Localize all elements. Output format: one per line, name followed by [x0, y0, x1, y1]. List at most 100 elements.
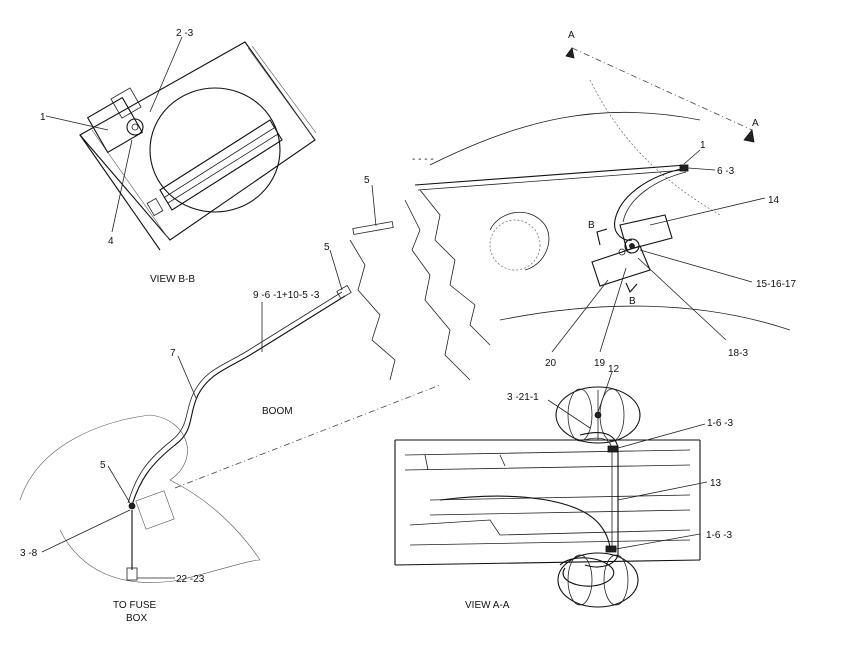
leader-5-b	[329, 249, 343, 291]
drum-lower	[557, 552, 639, 608]
callout-1-6-3-b: 1-6 -3	[706, 530, 733, 541]
break-line-2	[349, 239, 396, 381]
callout-5-b: 5	[324, 242, 330, 253]
cable-7	[131, 295, 346, 506]
callout-20: 20	[545, 358, 557, 369]
callout-15: 15-16-17	[756, 279, 796, 290]
leader-3-8	[41, 509, 131, 553]
callout-4: 4	[108, 236, 114, 247]
rail-middle	[429, 494, 691, 516]
section-b-top: B	[588, 220, 595, 231]
mounting-plate	[591, 245, 651, 287]
cable-upper	[414, 164, 687, 186]
view-bb-bar	[159, 119, 283, 211]
fuse-box-label-2: BOX	[126, 613, 147, 624]
callout-22-23: 22 -23	[176, 574, 205, 585]
section-b-arrow-bottom	[625, 282, 638, 294]
section-a-a-line: A A	[565, 30, 759, 143]
boom-outline-lower	[499, 305, 791, 331]
cable-branch	[439, 495, 611, 551]
switch-bracket	[619, 214, 673, 251]
leader-13	[617, 481, 708, 501]
drum-upper	[555, 386, 641, 444]
cable-13	[579, 432, 619, 568]
leader-18-3	[637, 257, 727, 341]
cable-run: 5 9 -6 -1+10-5 -3 7 BOOM 5 3 -8 22 -23 T…	[19, 242, 441, 624]
fuse-box-label-1: TO FUSE	[113, 600, 156, 611]
grommet-5-c	[128, 502, 136, 510]
callout-1-top: 1	[40, 112, 46, 123]
callout-1-right: 1	[700, 140, 706, 151]
rail-lower	[409, 519, 691, 536]
leader-19	[599, 267, 627, 353]
leader-5-c	[107, 465, 131, 504]
break-line-1	[404, 199, 471, 381]
callout-9: 9 -6 -1+10-5 -3	[253, 290, 320, 301]
section-b-arrow-top	[596, 228, 608, 246]
dim-fragment: - - - -	[412, 154, 434, 165]
leader-1-6-3-a	[617, 423, 706, 449]
section-a-right: A	[752, 118, 759, 129]
callout-18-3: 18-3	[728, 348, 748, 359]
leader-3-21-1	[547, 399, 591, 429]
callout-2-3: 2 -3	[176, 28, 194, 39]
switch-mount: 6 -3 1 14 15-16-17 18-3 20 19 B B	[545, 140, 796, 369]
clip-1-6-3-b	[605, 545, 617, 553]
section-a-left: A	[568, 30, 575, 41]
leader-1-top	[45, 115, 109, 131]
view-bb-detail: 2 -3 1 4 VIEW B-B	[40, 28, 317, 285]
chassis-outline	[19, 414, 261, 561]
leader-15	[639, 249, 753, 283]
boom-outline-upper	[429, 111, 701, 166]
leader-20	[551, 279, 609, 353]
leader-2-3	[149, 36, 183, 113]
leader-14	[649, 197, 766, 226]
leader-1-right	[683, 149, 701, 165]
clamp-6-3	[679, 164, 689, 172]
boom-pin-hole	[489, 219, 541, 271]
callout-5-a: 5	[364, 175, 370, 186]
boom-label: BOOM	[262, 406, 293, 417]
view-bb-label: VIEW B-B	[150, 274, 195, 285]
plug-22-23	[126, 567, 138, 581]
pulley-12	[594, 411, 602, 419]
connector-5-b	[336, 284, 352, 300]
boom-section: 5 - - - -	[349, 79, 791, 381]
callout-3-8: 3 -8	[20, 548, 38, 559]
leader-6-3	[687, 167, 716, 171]
clip-1-6-3-a	[607, 445, 619, 453]
leader-4	[111, 139, 133, 233]
break-line-3	[419, 189, 491, 346]
callout-13: 13	[710, 478, 722, 489]
leader-1-6-3-b	[615, 533, 701, 550]
cable-coil	[559, 557, 615, 587]
view-bb-edge	[79, 134, 161, 251]
callout-5-c: 5	[100, 460, 106, 471]
view-bb-switch-body	[86, 96, 144, 154]
view-bb-drum	[149, 87, 281, 213]
centerline-boom	[174, 384, 441, 489]
callout-3-21-1: 3 -21-1	[507, 392, 539, 403]
leader-12	[597, 371, 613, 413]
switch-actuator	[624, 238, 640, 254]
view-bb-frame	[79, 41, 316, 241]
view-aa-detail: 12 3 -21-1 1-6 -3 13 1-6 -3 VIEW A-A	[394, 364, 734, 611]
view-bb-pivot	[126, 118, 144, 136]
callout-1-6-3-a: 1-6 -3	[707, 418, 734, 429]
callout-12: 12	[608, 364, 620, 375]
clip-5-a	[352, 221, 394, 235]
view-aa-label: VIEW A-A	[465, 600, 510, 611]
section-b-bottom: B	[629, 296, 636, 307]
section-line-a	[571, 47, 753, 131]
leader-7	[177, 355, 197, 399]
callout-14: 14	[768, 195, 780, 206]
callout-6-3: 6 -3	[717, 166, 735, 177]
rail-upper	[404, 449, 691, 471]
leader-5-a	[371, 184, 377, 227]
frame-bottom	[394, 559, 701, 566]
cable-loop	[614, 167, 687, 241]
callout-7: 7	[170, 348, 176, 359]
callout-19: 19	[594, 358, 606, 369]
